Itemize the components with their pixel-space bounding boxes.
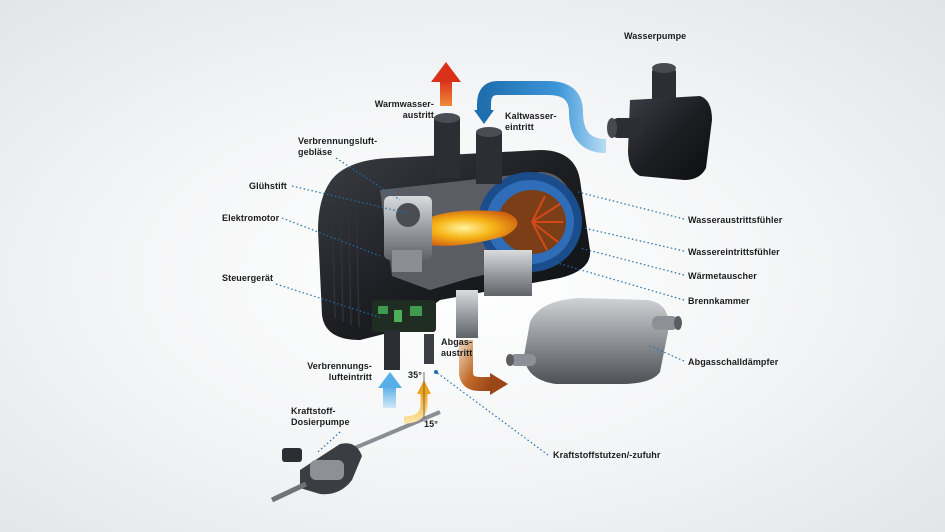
label-glow-pin: Glühstift [249, 181, 287, 191]
label-warm-water-outlet: Warmwasser- austritt [374, 99, 434, 120]
label-cold-water-inlet: Kaltwasser- eintritt [505, 111, 557, 132]
muffler-illustration [506, 298, 682, 384]
housing-ribs [331, 191, 360, 328]
exhaust-arrow [459, 340, 508, 395]
hot-water-arrow [431, 62, 461, 106]
leader-lines [275, 157, 685, 456]
label-water-outlet-sensor: Wasseraustrittsfühler [688, 215, 783, 225]
fuel-arrow [403, 372, 431, 424]
label-water-pump: Wasserpumpe [624, 31, 687, 41]
label-control-unit: Steuergerät [222, 273, 274, 283]
label-exhaust-outlet: Abgas- austritt [441, 337, 473, 358]
label-combustion-chamber: Brennkammer [688, 296, 750, 306]
dosing-pump-illustration [270, 410, 441, 503]
water-pump-illustration [607, 63, 712, 180]
label-fuel-connector: Kraftstoffstutzen/-zufuhr [553, 450, 661, 460]
air-intake-arrow [378, 372, 402, 408]
label-fuel-dosing-pump: Kraftstoff- Dosierpumpe [291, 406, 350, 427]
label-angle-15: 15° [424, 419, 438, 429]
label-combustion-air-blower: Verbrennungsluft- gebläse [298, 136, 378, 157]
cold-water-arrow [474, 81, 607, 153]
label-heat-exchanger: Wärmetauscher [688, 271, 757, 281]
label-water-inlet-sensor: Wassereintrittsfühler [688, 247, 780, 257]
label-combustion-air-inlet: Verbrennungs- lufteintritt [307, 361, 372, 382]
burner-fins [531, 195, 563, 251]
label-electric-motor: Elektromotor [222, 213, 280, 223]
label-angle-35: 35° [408, 370, 422, 380]
label-exhaust-muffler: Abgasschalldämpfer [688, 357, 779, 367]
heater-illustration [318, 113, 591, 370]
